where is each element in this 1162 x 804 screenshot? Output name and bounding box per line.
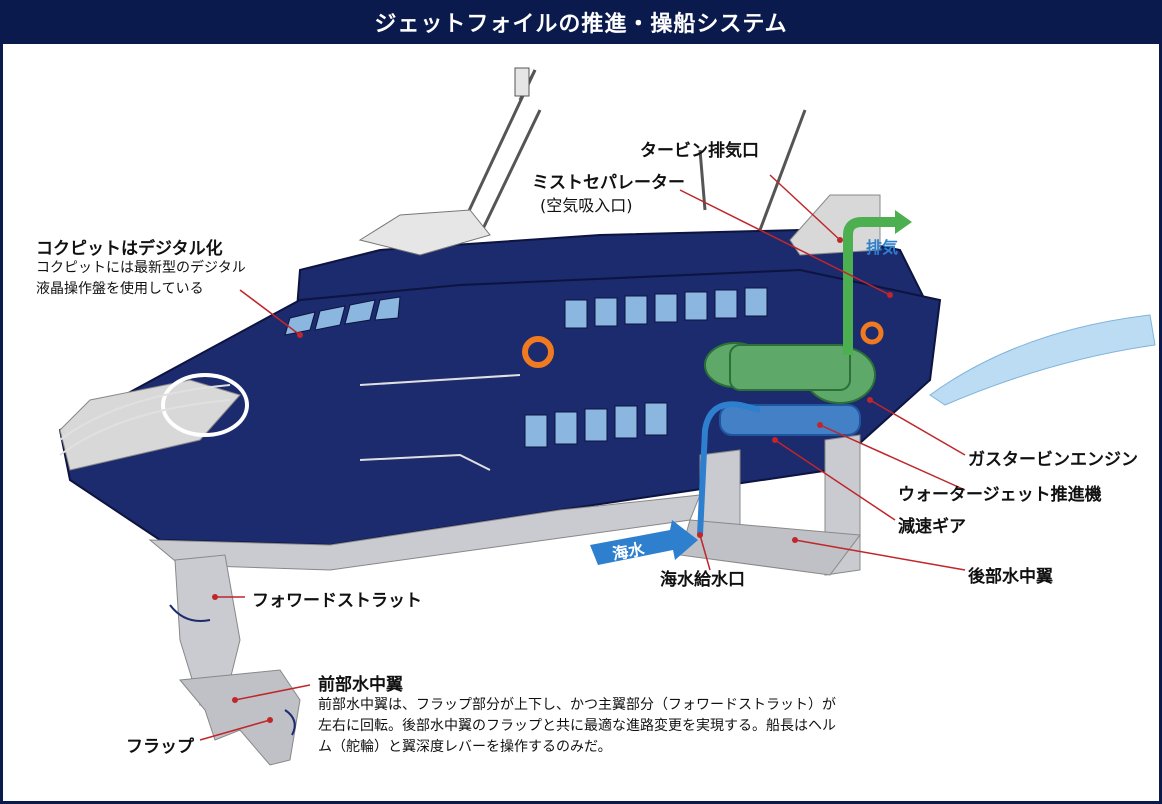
page-title: ジェットフォイルの推進・操船システム [374, 12, 788, 37]
label-exhaust: 排気 [866, 238, 899, 257]
flap-arrow-icon [284, 709, 296, 736]
cabin-windows-lower [524, 402, 668, 448]
bow-logo [161, 373, 249, 437]
life-ring-rear [860, 321, 884, 345]
water-intake-duct [697, 401, 761, 536]
bridge-roof [358, 209, 491, 256]
label-cockpit-title: コクピットはデジタル化 [36, 239, 223, 259]
label-flap: フラップ [126, 737, 194, 757]
mast-light [514, 67, 530, 97]
rotate-arrow-icon [169, 604, 211, 622]
exhaust-arrow-icon [895, 210, 912, 234]
label-cockpit-line2: 液晶操作盤を使用している [36, 281, 204, 297]
water-jet-spray [929, 314, 1156, 406]
label-front-foil-line2: 左右に回転。後部水中翼のフラップと共に最適な進路変更を実現する。船長はヘル [318, 718, 836, 734]
exhaust-pipe [843, 217, 895, 355]
label-front-foil-line3: ム（舵輪）と翼深度レバーを操作するのみだ。 [318, 739, 612, 755]
label-gas-turbine: ガスタービンエンジン [968, 450, 1138, 470]
page-title-bar: ジェットフォイルの推進・操船システム [0, 0, 1162, 44]
ship-illustration [58, 67, 1156, 766]
waterjet-propulsor [719, 404, 861, 436]
railings [59, 374, 521, 471]
label-turbine-exhaust: タービン排気口 [640, 141, 759, 161]
leader-lines [199, 174, 966, 741]
label-seawater-intake: 海水給水口 [660, 570, 745, 590]
label-mist-separator-sub: (空気吸入口) [540, 196, 633, 215]
life-ring [522, 336, 554, 368]
diagram-area: タービン排気口 ミストセパレーター (空気吸入口) 排気 コクピットはデジタル化… [0, 44, 1162, 804]
label-front-foil-title: 前部水中翼 [318, 675, 403, 695]
label-waterjet: ウォータージェット推進機 [898, 485, 1102, 505]
label-reduction-gear: 減速ギア [898, 517, 966, 537]
label-mist-separator: ミストセパレーター [532, 173, 685, 193]
label-cockpit-line1: コクピットには最新型のデジタル [36, 260, 246, 276]
label-forward-strut: フォワードストラット [252, 591, 422, 611]
front-foil [179, 669, 301, 766]
foredeck [59, 379, 241, 471]
leader-dots [212, 237, 893, 723]
label-rear-foil: 後部水中翼 [968, 567, 1053, 587]
seawater-arrow-icon [590, 520, 698, 565]
cabin-windows-upper [564, 287, 768, 329]
label-front-foil-line1: 前部水中翼は、フラップ部分が上下し、かつ主翼部分（フォワードストラット）が [318, 697, 836, 713]
gas-turbine-engine [704, 342, 876, 404]
